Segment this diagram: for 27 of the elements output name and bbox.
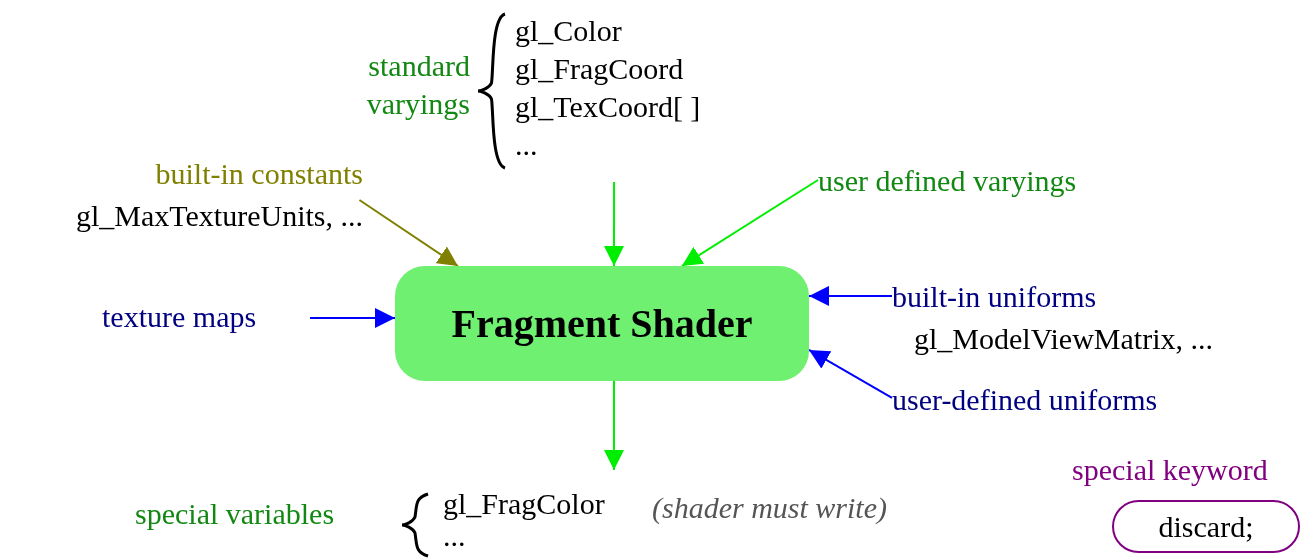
variable-name: gl_ModelViewMatrix, ... <box>913 321 1213 357</box>
variable-name: gl_FragColor <box>443 488 605 520</box>
category-label: built-in uniforms <box>892 279 1097 315</box>
category-label: built-in constants <box>155 156 363 192</box>
variable-name: ... <box>443 520 466 552</box>
arrow <box>808 348 893 399</box>
category-label: user defined varyings <box>818 163 1077 199</box>
arrow <box>604 380 624 471</box>
arrow <box>808 285 893 306</box>
group-label: special keyword <box>1072 452 1268 488</box>
arrow <box>680 179 819 267</box>
arrow <box>604 181 624 267</box>
group-label: special variables <box>135 496 335 532</box>
category-label: texture maps <box>102 299 257 335</box>
variable-name: gl_MaxTextureUnits, ... <box>75 198 363 234</box>
variable-name: gl_FragCoord <box>515 51 684 87</box>
group-label: standard varyings <box>365 48 470 122</box>
variable-name: ... <box>515 127 538 163</box>
variable-name: gl_Color <box>515 13 622 49</box>
arrow <box>358 199 459 267</box>
note-text: (shader must write) <box>652 490 887 526</box>
keyword-label: discard; <box>1158 508 1254 545</box>
keyword-box <box>1112 500 1300 553</box>
process-box <box>395 266 809 381</box>
arrow <box>309 308 396 328</box>
category-label: user-defined uniforms <box>892 382 1158 418</box>
variable-name: gl_TexCoord[ ] <box>515 89 701 125</box>
